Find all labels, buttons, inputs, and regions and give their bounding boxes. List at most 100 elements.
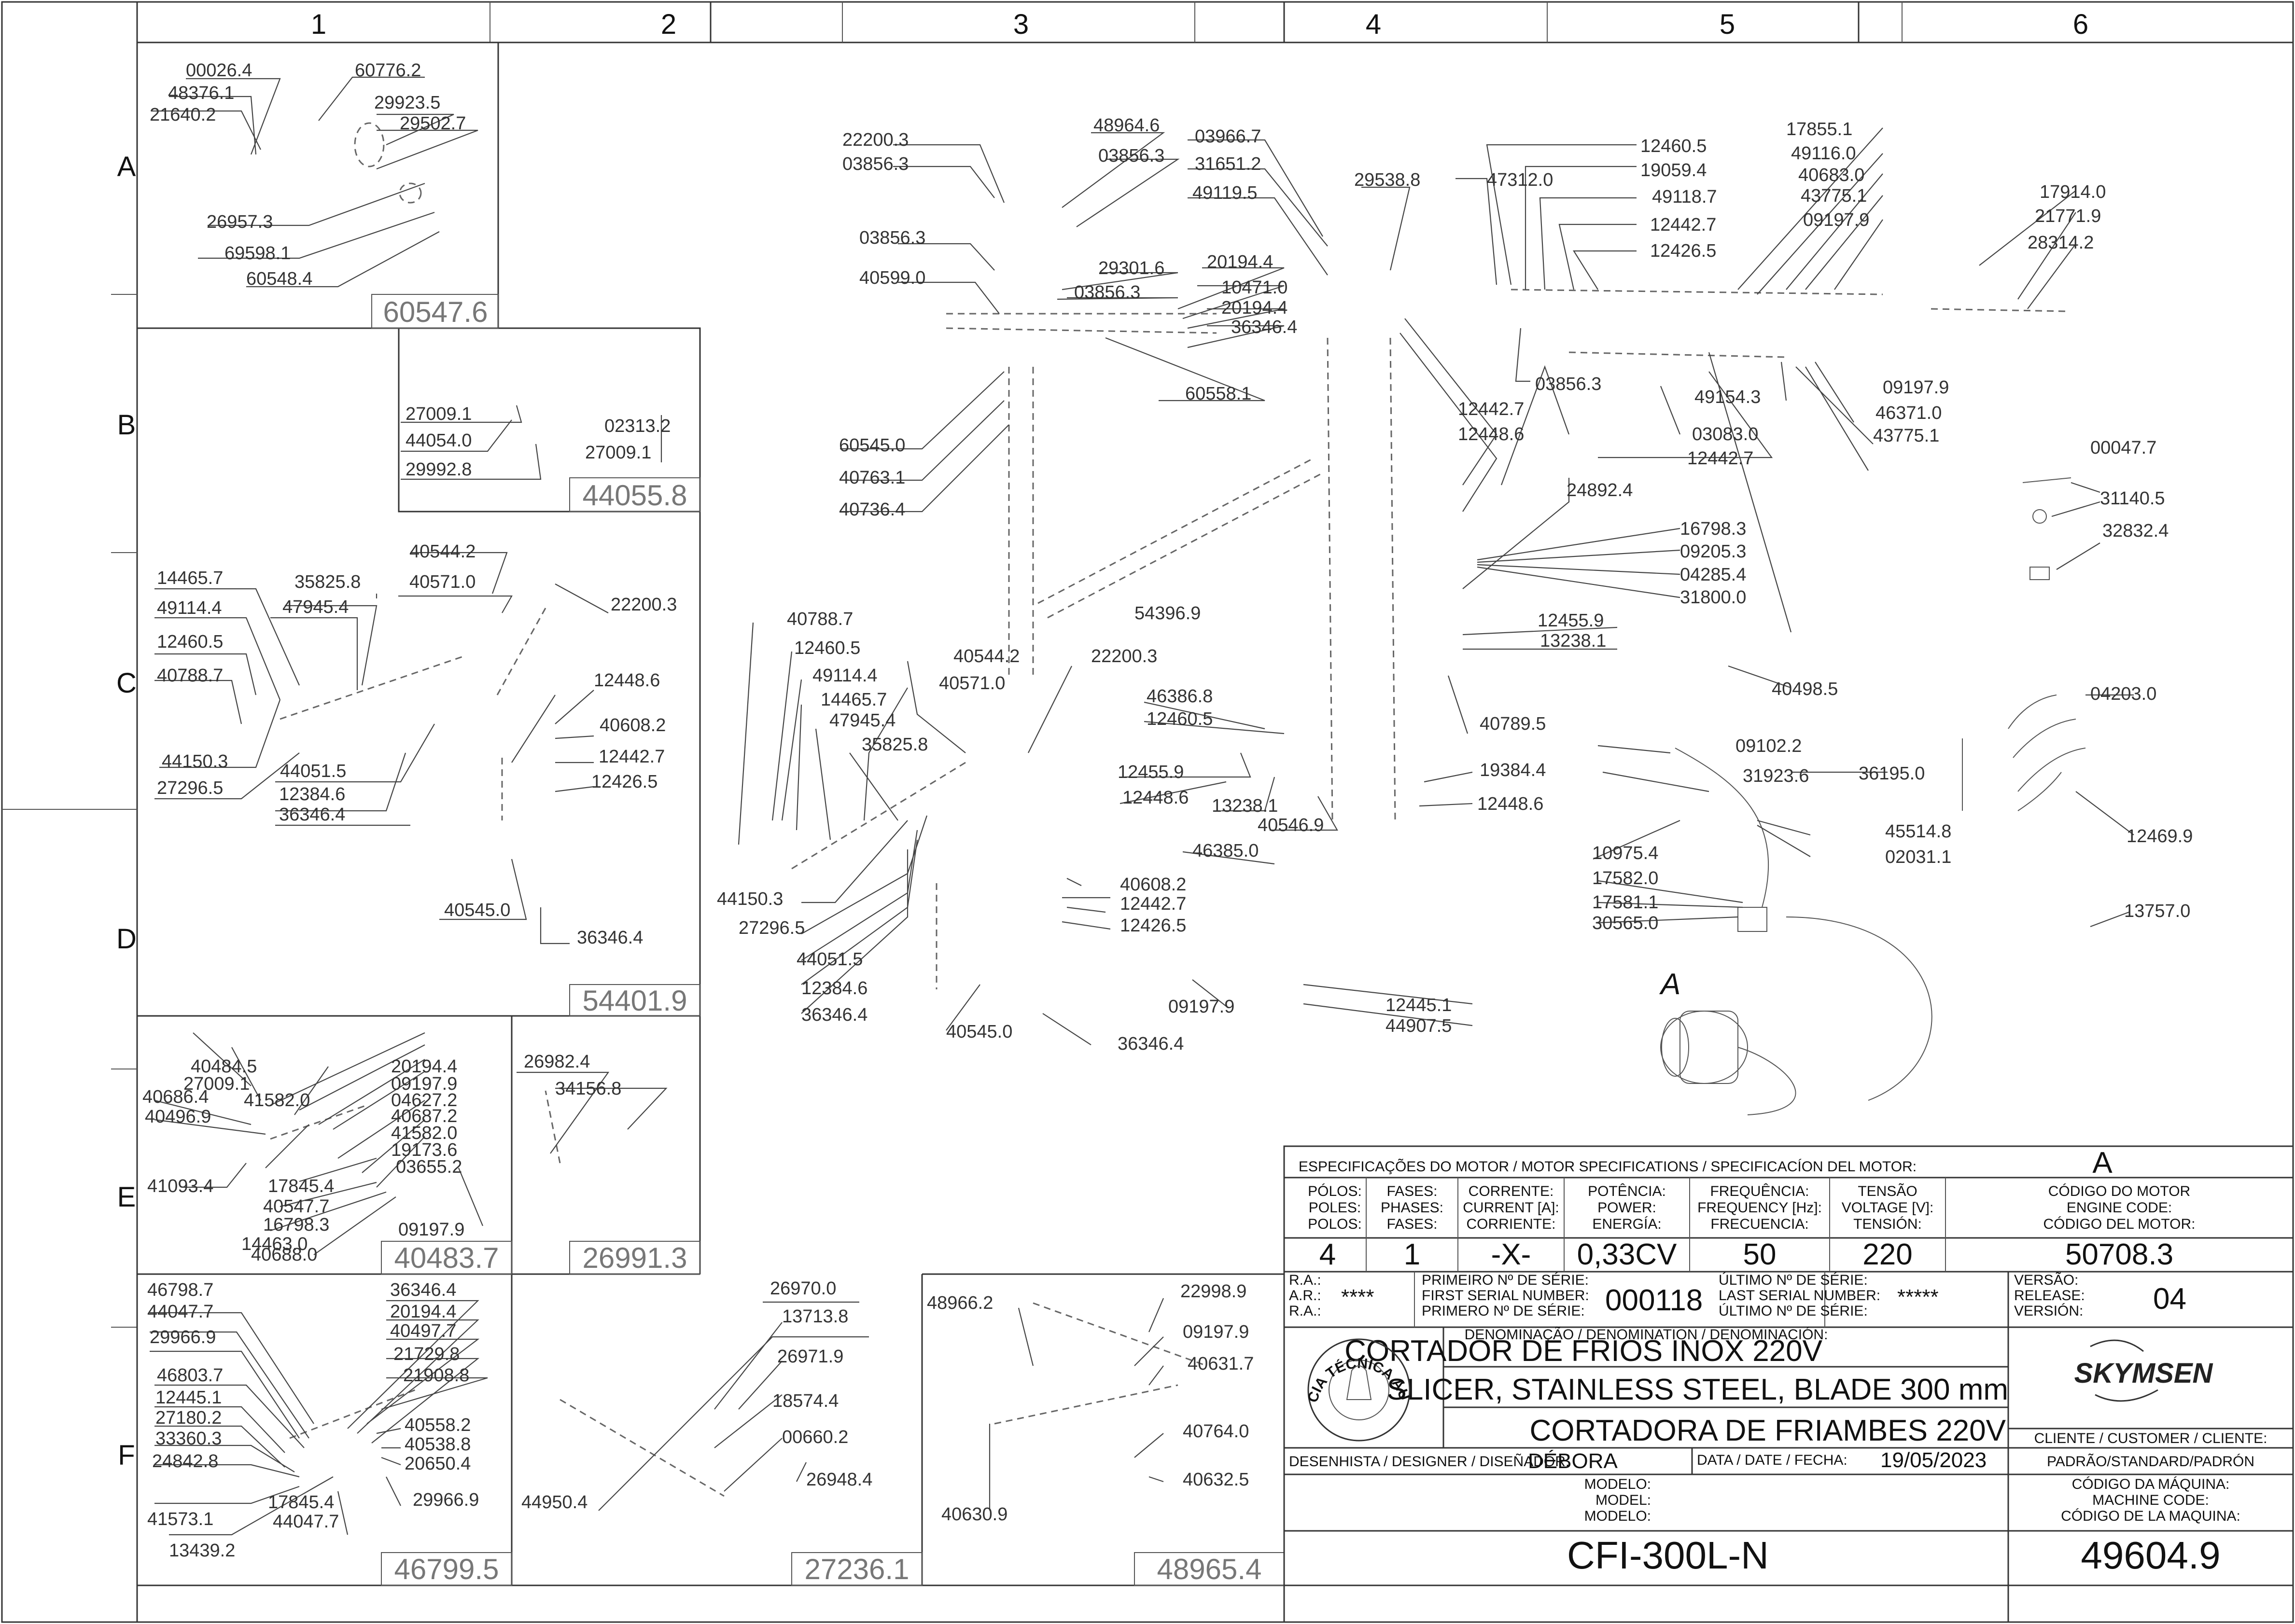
callout: 40545.0	[946, 1022, 1012, 1042]
value-current: -X-	[1491, 1238, 1531, 1271]
motor-tag: A	[1659, 968, 1680, 1001]
header-current: CURRENT [A]:	[1463, 1200, 1559, 1216]
callout: 17845.4	[268, 1492, 334, 1513]
callout: 27296.5	[739, 918, 805, 938]
assembly-id: 26991.3	[583, 1242, 687, 1274]
callout: 49116.0	[1791, 143, 1856, 164]
callout: 12460.5	[1640, 136, 1707, 156]
callout: 26957.3	[207, 212, 273, 232]
header-phases: PHASES:	[1381, 1200, 1443, 1216]
callout: 21771.9	[2035, 206, 2101, 226]
callout: 14463.0	[241, 1234, 308, 1254]
callout: 40547.7	[263, 1196, 329, 1217]
callout: 19059.4	[1640, 160, 1707, 180]
row-a: A	[117, 151, 136, 182]
callout: 21640.2	[150, 105, 216, 125]
callout: 40497.7	[390, 1321, 456, 1341]
callout: 12445.1	[1385, 995, 1452, 1015]
callout: 41582.0	[244, 1090, 310, 1110]
callout: 24842.8	[152, 1451, 218, 1471]
callout: 27009.1	[406, 404, 472, 424]
motor-spec-header: ESPECIFICAÇÕES DO MOTOR / MOTOR SPECIFIC…	[1299, 1158, 1917, 1175]
product-name-en: SLICER, STAINLESS STEEL, BLADE 300 mm	[1386, 1373, 2008, 1406]
callout: 49118.7	[1652, 187, 1717, 207]
callout: 12384.6	[279, 784, 345, 805]
callout: 45514.8	[1885, 821, 1951, 842]
knob-part	[354, 122, 385, 167]
callout: 48964.6	[1093, 115, 1160, 136]
callout: 03856.3	[1074, 282, 1140, 303]
callout: 40546.9	[1258, 815, 1324, 835]
col-3: 3	[1013, 9, 1029, 40]
callout: 32832.4	[2102, 521, 2169, 541]
callout: 12426.5	[1650, 241, 1716, 261]
callout: 09197.9	[1168, 997, 1234, 1017]
header-engine-code: CÓDIGO DO MOTOR	[2048, 1183, 2190, 1199]
part-geometry	[270, 122, 2067, 1497]
callout: 44047.7	[147, 1302, 213, 1322]
callout: 33360.3	[155, 1429, 222, 1449]
callout: 17581.1	[1592, 892, 1658, 913]
callout: 29992.8	[406, 459, 472, 480]
callout: 31651.2	[1195, 154, 1261, 174]
callout: 03856.3	[1098, 146, 1164, 166]
callout: 12442.7	[1120, 894, 1186, 914]
callout: 29923.5	[374, 93, 440, 113]
callout: 22200.3	[842, 130, 909, 150]
callout: 40789.5	[1480, 714, 1546, 734]
callout: 09197.9	[1803, 210, 1869, 230]
callout: 10471.0	[1221, 278, 1287, 298]
callout: 10975.4	[1592, 843, 1658, 863]
assembly-id: 44055.8	[583, 479, 687, 512]
callout: 16798.3	[263, 1215, 329, 1235]
callout: 40608.2	[600, 715, 666, 736]
brand-name: SKYMSEN	[2074, 1358, 2213, 1389]
version-label: VERSIÓN:	[2014, 1303, 2083, 1319]
callout: 12448.6	[1122, 788, 1189, 808]
model-value: CFI-300L-N	[1567, 1534, 1769, 1577]
first-serial-label: FIRST SERIAL NUMBER:	[1422, 1288, 1589, 1304]
callout: 13757.0	[2124, 901, 2190, 921]
first-serial-label: PRIMERO Nº DE SÉRIE:	[1422, 1303, 1585, 1319]
customer-label: CLIENTE / CUSTOMER / CLIENTE:	[2034, 1430, 2267, 1446]
callout: 30565.0	[1592, 913, 1658, 933]
callout: 21908.8	[403, 1365, 469, 1386]
callout: 13439.2	[169, 1541, 235, 1561]
value-phases: 1	[1404, 1238, 1420, 1271]
machine-code-label: CÓDIGO DE LA MAQUINA:	[2061, 1508, 2240, 1524]
leader-lines	[150, 76, 2134, 1536]
callout: 35825.8	[862, 735, 928, 755]
callout: 20194.4	[1207, 252, 1273, 272]
callout: 24892.4	[1567, 480, 1633, 500]
callout: 03856.3	[1535, 374, 1601, 394]
designer-value: DÉBORA	[1528, 1449, 1618, 1473]
callout: 03966.7	[1195, 126, 1261, 147]
callout: 43775.1	[1873, 426, 1939, 446]
callout: 43775.1	[1801, 186, 1867, 206]
callout: 44051.5	[280, 761, 346, 781]
callout: 26971.9	[777, 1346, 843, 1367]
callout: 17914.0	[2040, 182, 2106, 202]
callout: 21729.8	[393, 1344, 460, 1364]
callout: 31923.6	[1743, 766, 1809, 786]
col-5: 5	[1720, 9, 1735, 40]
callout: 48376.1	[168, 83, 234, 103]
callout: 35825.8	[294, 572, 361, 592]
callout: 40544.2	[409, 541, 476, 562]
motor-spec-headers: PÓLOS: POLES: POLOS: FASES: PHASES: FASE…	[1308, 1183, 2195, 1232]
callout: 12448.6	[1458, 424, 1524, 444]
callout: 44150.3	[162, 751, 228, 772]
callout: 09197.9	[391, 1074, 457, 1094]
machine-code-label: MACHINE CODE:	[2092, 1492, 2209, 1508]
denomination-label: DENOMINAÇÃO / DENOMINATION / DENOMINACIÓ…	[1465, 1326, 1828, 1343]
assembly-id: 48965.4	[1157, 1553, 1262, 1585]
header-frequency: FRECUENCIA:	[1710, 1216, 1808, 1232]
callout: 03083.0	[1692, 424, 1758, 444]
callout: 12442.7	[1458, 399, 1524, 419]
small-parts	[1962, 477, 2086, 811]
callout: 12426.5	[591, 772, 658, 792]
callout: 40688.0	[251, 1245, 317, 1265]
callout: 22998.9	[1180, 1281, 1246, 1302]
customer-value: PADRÃO/STANDARD/PADRÓN	[2047, 1453, 2254, 1470]
